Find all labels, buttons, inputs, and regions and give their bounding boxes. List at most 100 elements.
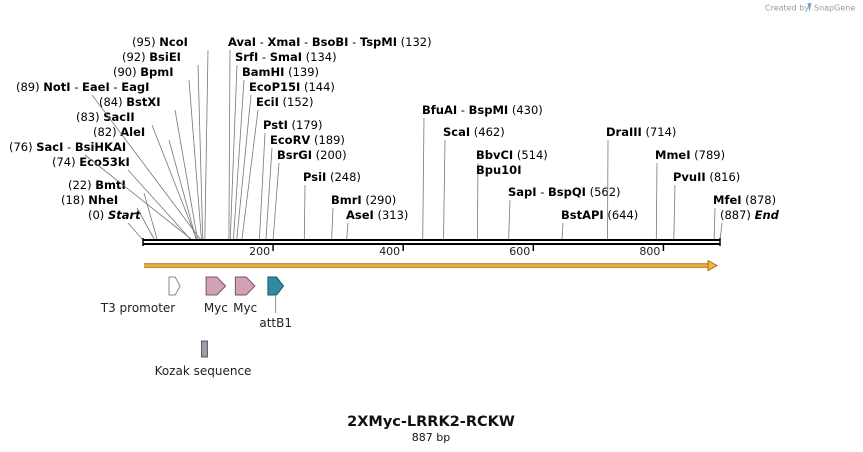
- site-enzyme-name: BsoBI: [312, 35, 349, 49]
- site-enzyme-name: BamHI: [242, 65, 284, 79]
- site-enzyme-name: BmtI: [95, 178, 126, 192]
- site-enzyme-name: PvuII: [673, 170, 706, 184]
- site-mmei: MmeI (789): [655, 148, 725, 241]
- site-position: (90): [113, 65, 140, 79]
- site-position: (562): [586, 185, 621, 199]
- site-separator: -: [63, 140, 74, 154]
- site-enzyme-name: AvaI: [228, 35, 256, 49]
- feature-kozak-sequence: Kozak sequence: [155, 340, 252, 378]
- site-position: (248): [326, 170, 361, 184]
- orf-arrow: [144, 259, 719, 272]
- site-enzyme-name: SrfI: [235, 50, 258, 64]
- site-enzyme-name: MfeI: [713, 193, 742, 207]
- site-draiii: DraIII (714): [606, 125, 676, 241]
- site-enzyme-name: EagI: [121, 80, 149, 94]
- svg-text:(83) SacII: (83) SacII: [76, 110, 135, 124]
- site-asei: AseI (313): [346, 208, 408, 241]
- site-position: (887): [720, 208, 755, 222]
- site-enzyme-name: EciI: [256, 95, 279, 109]
- ruler-tick-label: 200: [249, 245, 270, 258]
- svg-text:(89) NotI - EaeI - EagI: (89) NotI - EaeI - EagI: [16, 80, 149, 94]
- site-enzyme-name: BspMI: [469, 103, 509, 117]
- site-enzyme-name: TspMI: [360, 35, 397, 49]
- site-enzyme-name: NotI: [43, 80, 70, 94]
- feature-myc: Myc: [233, 276, 257, 315]
- site-saci: (76) SacI - BsiHKAI: [9, 140, 193, 241]
- svg-text:AvaI - XmaI - BsoBI - TspMI: AvaI - XmaI - BsoBI - TspMI (132): [228, 35, 432, 49]
- svg-text:BsrGI (200): BsrGI (200): [277, 148, 347, 162]
- site-position: (139): [284, 65, 319, 79]
- credit-brand: SnapGene: [814, 4, 855, 13]
- site-bstapi: BstAPI (644): [561, 208, 638, 241]
- site-enzyme-name: EaeI: [82, 80, 110, 94]
- svg-text:EcoP15I (144): EcoP15I (144): [249, 80, 335, 94]
- site-enzyme-name: SacII: [103, 110, 134, 124]
- site-eco53ki: (74) Eco53kI: [52, 155, 192, 241]
- site-separator: -: [537, 185, 548, 199]
- site-position: (179): [288, 118, 323, 132]
- site-position: (789): [691, 148, 726, 162]
- site-enzyme-name: MmeI: [655, 148, 691, 162]
- restriction-sites: (0) Start(18) NheI(22) BmtI(74) Eco53kI(…: [9, 35, 780, 241]
- svg-text:BstAPI (644): BstAPI (644): [561, 208, 638, 222]
- site-enzyme-name: AseI: [346, 208, 374, 222]
- site-position: (714): [642, 125, 677, 139]
- site-position: (189): [310, 133, 345, 147]
- site-psti: PstI (179): [259, 118, 323, 241]
- site-noti: (89) NotI - EaeI - EagI: [16, 80, 202, 241]
- site-separator: -: [457, 103, 468, 117]
- site-enzyme-name: BbvCI: [476, 148, 513, 162]
- site-enzyme-name: BspQI: [548, 185, 586, 199]
- sequence-backbone: [142, 238, 721, 246]
- site-position: (816): [706, 170, 741, 184]
- site-enzyme-name: BpmI: [140, 65, 173, 79]
- site-enzyme-name: ScaI: [443, 125, 470, 139]
- site-bfuai: BfuAI - BspMI (430): [422, 103, 543, 241]
- site-scai: ScaI (462): [443, 125, 505, 241]
- svg-text:(95) NcoI: (95) NcoI: [132, 35, 188, 49]
- site-position: (84): [99, 95, 126, 109]
- site-enzyme-name: BmrI: [331, 193, 362, 207]
- snapgene-logo-icon: [807, 3, 812, 12]
- svg-text:ScaI (462): ScaI (462): [443, 125, 505, 139]
- site-bsiei: (92) BsiEI: [122, 50, 204, 241]
- svg-text:(90) BpmI: (90) BpmI: [113, 65, 174, 79]
- site-enzyme-name: SmaI: [270, 50, 302, 64]
- svg-text:(84) BstXI: (84) BstXI: [99, 95, 161, 109]
- site-position: (514): [513, 148, 548, 162]
- site-ecorv: EcoRV (189): [265, 133, 345, 241]
- svg-text:EcoRV (189): EcoRV (189): [270, 133, 345, 147]
- site-separator: -: [256, 35, 267, 49]
- feature-attb1: attB1: [259, 276, 292, 330]
- site-bmri: BmrI (290): [331, 193, 396, 241]
- site-enzyme-name: XmaI: [268, 35, 301, 49]
- svg-text:(18) NheI: (18) NheI: [61, 193, 118, 207]
- site-position: (74): [52, 155, 79, 169]
- site-separator: -: [348, 35, 359, 49]
- site-edge-label: End: [755, 208, 780, 222]
- svg-text:BbvCI (514): BbvCI (514): [476, 148, 548, 162]
- site-enzyme-name: BstAPI: [561, 208, 604, 222]
- ruler-tick-label: 600: [509, 245, 530, 258]
- map-subtitle: 887 bp: [412, 431, 450, 444]
- site-psii: PsiI (248): [303, 170, 361, 241]
- site-bstxi: (84) BstXI: [99, 95, 198, 241]
- site-bamhi: BamHI (139): [233, 65, 319, 241]
- svg-text:MfeI (878): MfeI (878): [713, 193, 776, 207]
- site-enzyme-name: SapI: [508, 185, 537, 199]
- site-enzyme-name: AleI: [120, 125, 145, 139]
- site-position: (0): [88, 208, 108, 222]
- svg-text:DraIII (714): DraIII (714): [606, 125, 676, 139]
- ruler-tick-label: 400: [379, 245, 400, 258]
- svg-text:(76) SacI - BsiHKAI: (76) SacI - BsiHKAI: [9, 140, 126, 154]
- site-enzyme-name: EcoP15I: [249, 80, 300, 94]
- svg-text:MmeI (789): MmeI (789): [655, 148, 725, 162]
- site-alei: (82) AleI: [93, 125, 197, 241]
- site-position: (144): [300, 80, 335, 94]
- site-sapi: SapI - BspQI (562): [508, 185, 621, 241]
- site-avai: AvaI - XmaI - BsoBI - TspMI (132): [228, 35, 432, 241]
- feature-label: Kozak sequence: [155, 364, 252, 378]
- site-separator: -: [300, 35, 311, 49]
